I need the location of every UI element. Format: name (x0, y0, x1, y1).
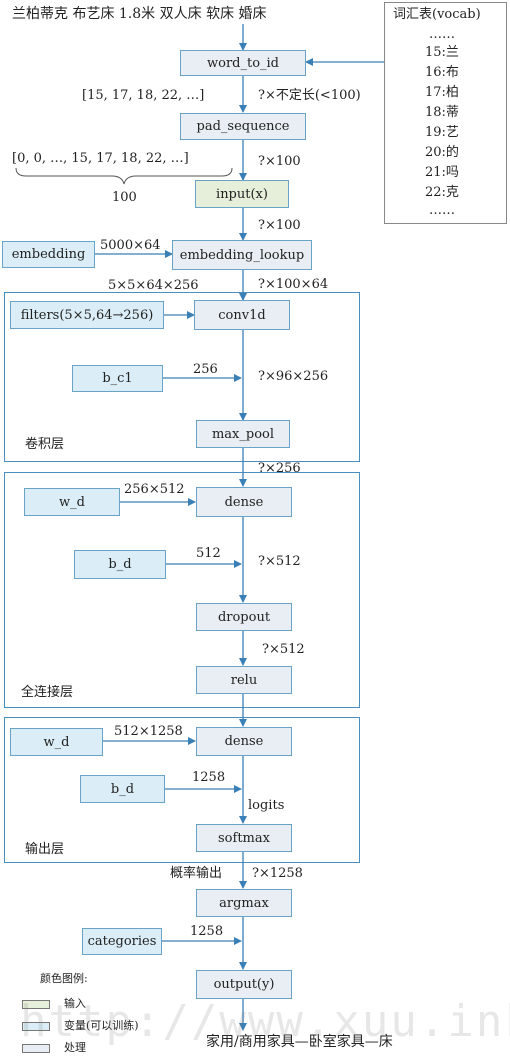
title: 兰柏蒂克 布艺床 1.8米 双人床 软床 婚床 (12, 6, 267, 22)
embedding-variable: embedding (2, 241, 95, 268)
wd2-dim-label: 512×1258 (114, 724, 183, 739)
bd1-dim-label: 512 (196, 546, 221, 561)
word-to-id-node: word_to_id (180, 50, 306, 76)
vocab-title: 词汇表(vocab) (393, 7, 481, 22)
shape-label-dense1: ?×512 (258, 554, 301, 569)
shape-label-dropout: ?×512 (262, 642, 305, 657)
shape-label-emb: ?×100×64 (258, 277, 329, 292)
embedding-dim-label: 5000×64 (100, 238, 161, 253)
output-layer-label: 输出层 (25, 842, 65, 857)
bc1-dim-label: 256 (193, 362, 218, 377)
dense-node-2: dense (196, 727, 292, 756)
watermark: http://www.xuu.ink/ (20, 996, 510, 1047)
legend-variable-swatch (22, 1022, 50, 1031)
conv1d-node: conv1d (194, 300, 290, 330)
b-d-variable-1: b_d (74, 550, 166, 579)
shape-label-100-a: ?×100 (258, 154, 301, 169)
w-d-variable-2: w_d (10, 728, 103, 756)
shape-label-softmax: ?×1258 (252, 866, 303, 881)
prob-output-label: 概率输出 (170, 866, 223, 881)
legend-input-swatch (22, 1000, 50, 1009)
vocab-entry: 18:蒂 (425, 105, 459, 120)
result-label: 家用/商用家具—卧室家具—床 (206, 1034, 393, 1050)
categories-dim-label: 1258 (190, 924, 224, 939)
vocab-entry: 20:的 (425, 145, 459, 160)
legend-variable-label: 变量(可以训练) (64, 1019, 139, 1032)
b-c1-variable: b_c1 (72, 365, 163, 392)
legend-process-swatch (22, 1044, 50, 1053)
vocab-entry: 19:艺 (425, 125, 459, 140)
legend-process-label: 处理 (64, 1041, 86, 1054)
conv-layer-label: 卷积层 (25, 437, 65, 452)
categories-variable: categories (82, 928, 162, 955)
input-node: input(x) (195, 180, 289, 208)
embedding-lookup-node: embedding_lookup (172, 240, 312, 270)
seq-label-padded: [0, 0, …, 15, 17, 18, 22, …] (12, 151, 189, 166)
output-layer-section: 输出层 (4, 717, 360, 863)
softmax-node: softmax (196, 824, 292, 852)
legend-input-label: 输入 (64, 997, 86, 1010)
vocab-panel: 词汇表(vocab) …… 15:兰 16:布 17:柏 18:蒂 19:艺 20:的 21… (384, 2, 507, 224)
shape-label-100-b: ?×100 (258, 218, 301, 233)
shape-label-variable: ?×不定长(<100) (258, 88, 361, 103)
b-d-variable-2: b_d (80, 775, 165, 803)
shape-label-pool: ?×256 (258, 461, 301, 476)
vocab-entry: 21:吗 (425, 165, 459, 180)
legend-title: 颜色图例: (40, 972, 88, 985)
w-d-variable-1: w_d (24, 488, 120, 516)
dense-node-1: dense (196, 487, 292, 517)
relu-node: relu (196, 666, 292, 694)
brace-count-label: 100 (112, 190, 137, 205)
vocab-entry: 22:克 (425, 185, 459, 200)
argmax-node: argmax (196, 889, 292, 917)
dropout-node: dropout (196, 603, 292, 631)
vocab-entry: 17:柏 (425, 85, 459, 100)
logits-label: logits (248, 798, 285, 813)
vocab-dots-bottom: …… (429, 203, 455, 218)
pad-sequence-node: pad_sequence (180, 113, 306, 140)
brace-100 (15, 167, 233, 185)
bd2-dim-label: 1258 (192, 770, 226, 785)
output-node: output(y) (196, 970, 292, 999)
shape-label-conv: ?×96×256 (258, 369, 329, 384)
fc-layer-section: 全连接层 (4, 472, 360, 708)
vocab-dots-top: …… (429, 27, 455, 42)
seq-label-ids: [15, 17, 18, 22, …] (82, 88, 205, 103)
wd1-dim-label: 256×512 (124, 482, 185, 497)
filter-dim-label: 5×5×64×256 (108, 278, 199, 293)
max-pool-node: max_pool (196, 420, 290, 448)
vocab-entry: 15:兰 (425, 45, 459, 60)
filters-variable: filters(5×5,64→256) (10, 301, 164, 329)
conv-layer-section: 卷积层 (4, 292, 360, 462)
vocab-entry: 16:布 (425, 65, 459, 80)
fc-layer-label: 全连接层 (21, 685, 74, 700)
